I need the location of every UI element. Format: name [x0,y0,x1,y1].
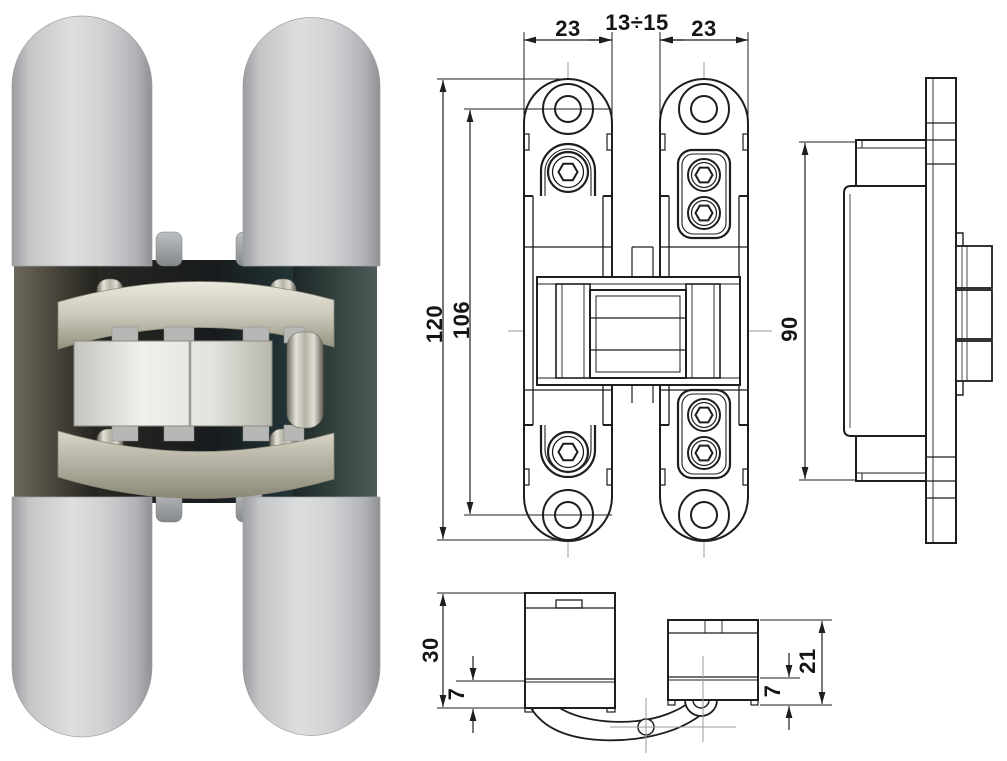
cover-cap-bottom-left [11,496,153,738]
dim-label-frame-inset: 7 [760,684,785,698]
linkage-center-plate [73,340,273,427]
adjust-screw-bottom-left [546,430,590,474]
linkage-mechanism-drawing [536,246,741,403]
dim-label-overall-height: 120 [422,304,447,344]
adjust-screw-upper-right-2 [687,196,721,230]
leaf-side-body [524,592,616,709]
adjust-screw-lower-right-2 [687,436,721,470]
fixing-hole-top-right [678,83,730,135]
dim-label-hole-spacing: 106 [449,300,474,340]
dim-label-plate-width-right: 23 [691,16,717,41]
dim-label-plate-width-left: 23 [555,16,581,41]
dim-label-frame-depth: 21 [795,648,820,674]
cover-cap-bottom-right [242,496,381,736]
side-view [843,77,993,544]
adjust-screw-lower-right-1 [687,398,721,432]
adjust-screw-top-left [546,150,590,194]
dim-label-door-gap-range: 13÷15 [605,10,669,35]
linkage-bar-bottom [57,430,335,499]
extension-lines [437,32,857,709]
dimension-annotations [437,32,857,733]
adjust-screw-upper-right-1 [687,158,721,192]
dim-label-leaf-depth: 30 [418,637,443,663]
linkage-roller [286,331,324,429]
cover-cap-top-left [11,15,153,267]
frame-side-body [667,619,759,701]
side-body [843,185,926,437]
cover-cap-top-right [242,17,381,267]
product-photo [11,15,381,738]
front-view [508,62,772,558]
side-plate-edge [925,77,957,544]
bottom-view-centerlines [610,656,736,753]
dimension-lines [439,36,826,733]
dim-label-body-height: 90 [777,316,802,342]
side-linkage-block-lines [961,246,968,381]
dim-label-leaf-inset: 7 [444,687,469,701]
bottom-view [524,592,759,753]
fixing-hole-bottom-right [678,489,730,541]
